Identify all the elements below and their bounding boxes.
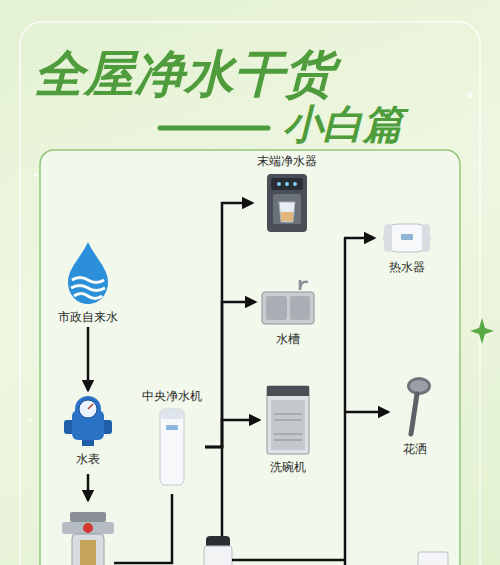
- outer-frame: [20, 22, 480, 565]
- title-text: 全屋净水干货: [34, 44, 334, 104]
- node-label: 水表: [59, 451, 117, 467]
- flow-arrow: [205, 203, 252, 447]
- softener-image: [204, 536, 232, 565]
- central-icon: [157, 407, 187, 487]
- shower-icon: [397, 374, 433, 438]
- sink-icon: [260, 276, 316, 328]
- meter-icon: [62, 392, 114, 448]
- pipe-line: [232, 559, 345, 562]
- purifier-icon: [263, 172, 311, 234]
- node-label: 中央净水机: [139, 388, 205, 404]
- dish-icon: [264, 384, 312, 456]
- flow-arrow: [344, 237, 374, 240]
- title-dash: [160, 126, 268, 131]
- appliance-node: 市政自来水: [55, 240, 121, 325]
- appliance-node: 花洒: [394, 374, 436, 457]
- node-label: 末端净水器: [254, 153, 320, 169]
- node-label: 水槽: [257, 331, 319, 347]
- pipe-line: [344, 238, 347, 565]
- pre-filter-image: [62, 512, 114, 565]
- flow-arrow: [87, 474, 90, 500]
- sparkle: [28, 93, 472, 422]
- appliance-node: 末端净水器: [254, 153, 320, 234]
- appliance-node: 水表: [59, 392, 117, 467]
- appliance-node: 中央净水机: [139, 388, 205, 487]
- node-label: 市政自来水: [55, 309, 121, 325]
- heater-icon: [381, 220, 433, 256]
- node-label: 花洒: [394, 441, 436, 457]
- node-label: 热水器: [378, 259, 436, 275]
- inner-panel: [40, 150, 460, 565]
- pipe-line: [114, 494, 172, 563]
- subtitle-text: 小白篇: [283, 100, 403, 148]
- flow-arrow: [205, 420, 259, 447]
- appliance-node: 热水器: [378, 220, 436, 275]
- flow-arrow: [344, 411, 388, 414]
- flow-arrow: [87, 327, 90, 390]
- appliance-image: [418, 552, 448, 565]
- node-label: 洗碗机: [261, 459, 315, 475]
- appliance-node: 水槽: [257, 276, 319, 347]
- flow-arrow: [205, 302, 255, 447]
- pipe-line: [221, 445, 224, 536]
- drop-icon: [60, 240, 116, 306]
- sparkle: [470, 318, 494, 344]
- appliance-node: 洗碗机: [261, 384, 315, 475]
